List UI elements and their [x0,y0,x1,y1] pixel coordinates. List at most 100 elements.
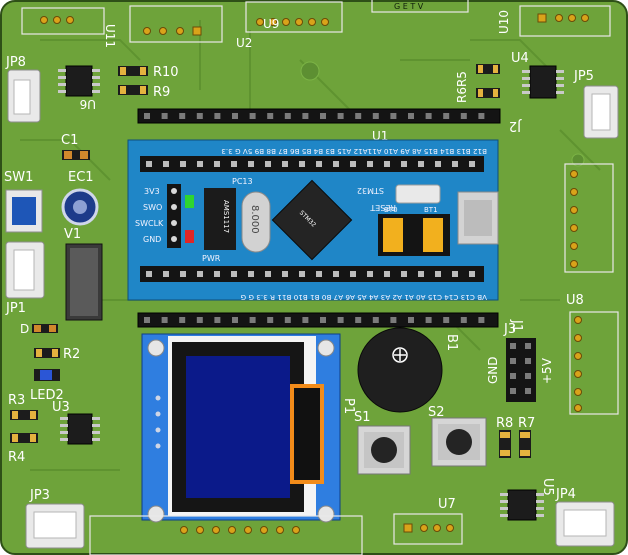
bt1-label: BT1 [424,206,438,214]
r2-resistor: R2 [34,347,80,362]
header-pin [163,161,169,167]
header-pin [372,113,379,119]
crystal: 8.000 [241,191,271,253]
u6-chip: U6 [58,65,100,111]
header-pin [320,317,326,323]
u4-label: U4 [511,51,529,66]
header-pin [179,317,186,323]
header-pin [302,317,309,323]
oled-header-outline [89,515,363,555]
header-pin [265,161,271,167]
p1-label: P1 [341,398,356,414]
header-pin [350,271,356,277]
oled-header-pad [260,526,268,534]
s1-label: S1 [354,410,371,425]
header-pin [367,271,373,277]
r2-label: R2 [63,347,80,362]
r3-label: R3 [8,393,25,408]
header-pin [197,271,203,277]
header-pin [249,113,256,119]
r6-r5-resistors: R6R5 [455,64,500,103]
header-pin [265,271,271,277]
usb-connector [457,191,499,245]
j2-pin-header: J2 U1 [137,108,522,143]
pc13-label: PC13 [232,177,253,186]
header-pin [418,271,424,277]
header-pin [316,271,322,277]
header-pin [284,317,291,323]
u3-label: U3 [52,400,70,415]
p5v-label: +5V [540,357,554,384]
header-pin [469,271,475,277]
header-pin [372,317,379,323]
header-pin [144,113,150,119]
ldo-chip [204,188,236,250]
header-pin [333,161,339,167]
header-pin [232,317,238,323]
header-pin [390,113,397,119]
header-pin [267,113,274,119]
u11-header: U11 [21,7,117,48]
j3-label: J3 [503,322,516,337]
jp3-label: JP3 [29,488,50,503]
oled-header-pad [228,526,236,534]
reset-button[interactable] [395,184,441,204]
pc13-led [185,195,194,208]
oled-header-pad [196,526,204,534]
header-pin [443,113,450,119]
jp1-label: JP1 [5,301,26,316]
reset-label: RESET [370,203,396,212]
header-pin [161,113,168,119]
u8-module: U8 [566,293,619,415]
header-pin [299,271,305,277]
header-pin [355,317,362,323]
s1-button[interactable]: S1 [354,410,411,475]
r6r5-label: R6R5 [455,71,469,103]
stm32-core-board: B12 B13 B14 B15 A8 A9 A10 A11A12 A15 B3 … [127,139,499,302]
header-pin [214,271,220,277]
header-pin [144,317,150,323]
header-pin [401,161,407,167]
mcu-top-pin-labels: B12 B13 B14 B15 A8 A9 A10 A11A12 A15 B3 … [221,147,487,156]
header-pin [196,113,203,119]
header-pin [248,161,254,167]
header-pin [418,161,424,167]
boot-jumpers[interactable]: BT0 BT1 [378,206,450,256]
header-pin [320,113,326,119]
u4-chip: U4 [511,51,564,99]
buzzer-b1: B1 [357,327,459,413]
jp8-connector: JP8 [5,55,41,123]
r8-label: R8 [496,416,513,431]
jp5-connector: JP5 [573,69,619,139]
header-pin [214,317,221,323]
jp4-connector: JP4 [555,487,615,547]
header-pin [179,113,186,119]
u3-chip: U3 [52,400,100,445]
header-pin [460,113,467,119]
header-pin [452,271,458,277]
oled-header-pad [244,526,252,534]
j2-label: J2 [509,118,522,133]
header-pin [146,161,152,167]
header-pin [355,113,362,119]
header-pin [231,271,237,277]
header-pin [231,161,237,167]
r4-label: R4 [8,450,25,465]
pwr-led [185,230,194,243]
header-pin [267,317,274,323]
gtv-label: G E T V [394,2,424,11]
u9-label: U9 [263,17,279,31]
sw1-switch: SW1 [4,170,43,233]
r9-label: R9 [153,85,170,100]
header-pin [180,271,186,277]
r10-r9-resistors: R10 R9 [118,65,179,100]
b1-label: B1 [444,334,459,351]
pwr-label: PWR [202,254,221,263]
s2-label: S2 [428,405,445,420]
header-pin [350,161,356,167]
u5-chip: U5 [500,478,555,521]
header-pin [337,113,344,119]
header-pin [384,271,390,277]
s2-button[interactable]: S2 [428,405,487,467]
